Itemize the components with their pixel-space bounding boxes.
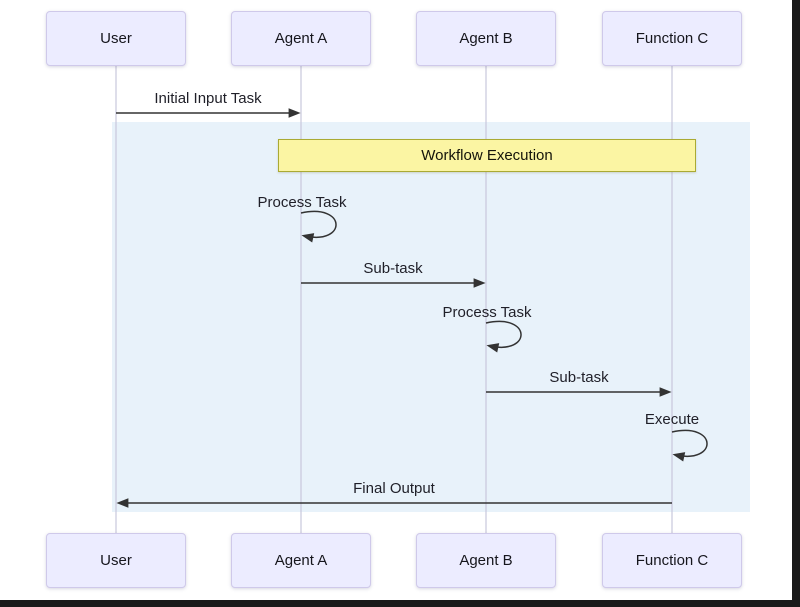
window-right-border — [792, 0, 800, 607]
actor-top-agent-b: Agent B — [416, 11, 556, 66]
actor-top-user: User — [46, 11, 186, 66]
self-loop-process-task-agent-b — [485, 320, 522, 353]
self-loop-execute-function-c — [671, 429, 708, 462]
actor-bottom-agent-a: Agent A — [231, 533, 371, 588]
message-label-initial-input-task: Initial Input Task — [154, 90, 262, 107]
self-loop-process-task-agent-a — [300, 210, 337, 243]
actor-bottom-function-c: Function C — [602, 533, 742, 588]
message-label-process-task-agent-a: Process Task — [257, 194, 347, 211]
actor-bottom-user: User — [46, 533, 186, 588]
workflow-highlight-rect — [112, 122, 750, 512]
message-label-sub-task-a-to-b: Sub-task — [363, 260, 423, 277]
message-label-sub-task-b-to-c: Sub-task — [549, 369, 609, 386]
actor-bottom-agent-b: Agent B — [416, 533, 556, 588]
message-label-final-output: Final Output — [353, 480, 435, 497]
message-label-process-task-agent-b: Process Task — [442, 304, 532, 321]
message-label-execute: Execute — [644, 411, 700, 428]
actor-top-function-c: Function C — [602, 11, 742, 66]
actor-top-agent-a: Agent A — [231, 11, 371, 66]
note-workflow-execution: Workflow Execution — [278, 139, 696, 172]
window-bottom-border — [0, 600, 800, 607]
